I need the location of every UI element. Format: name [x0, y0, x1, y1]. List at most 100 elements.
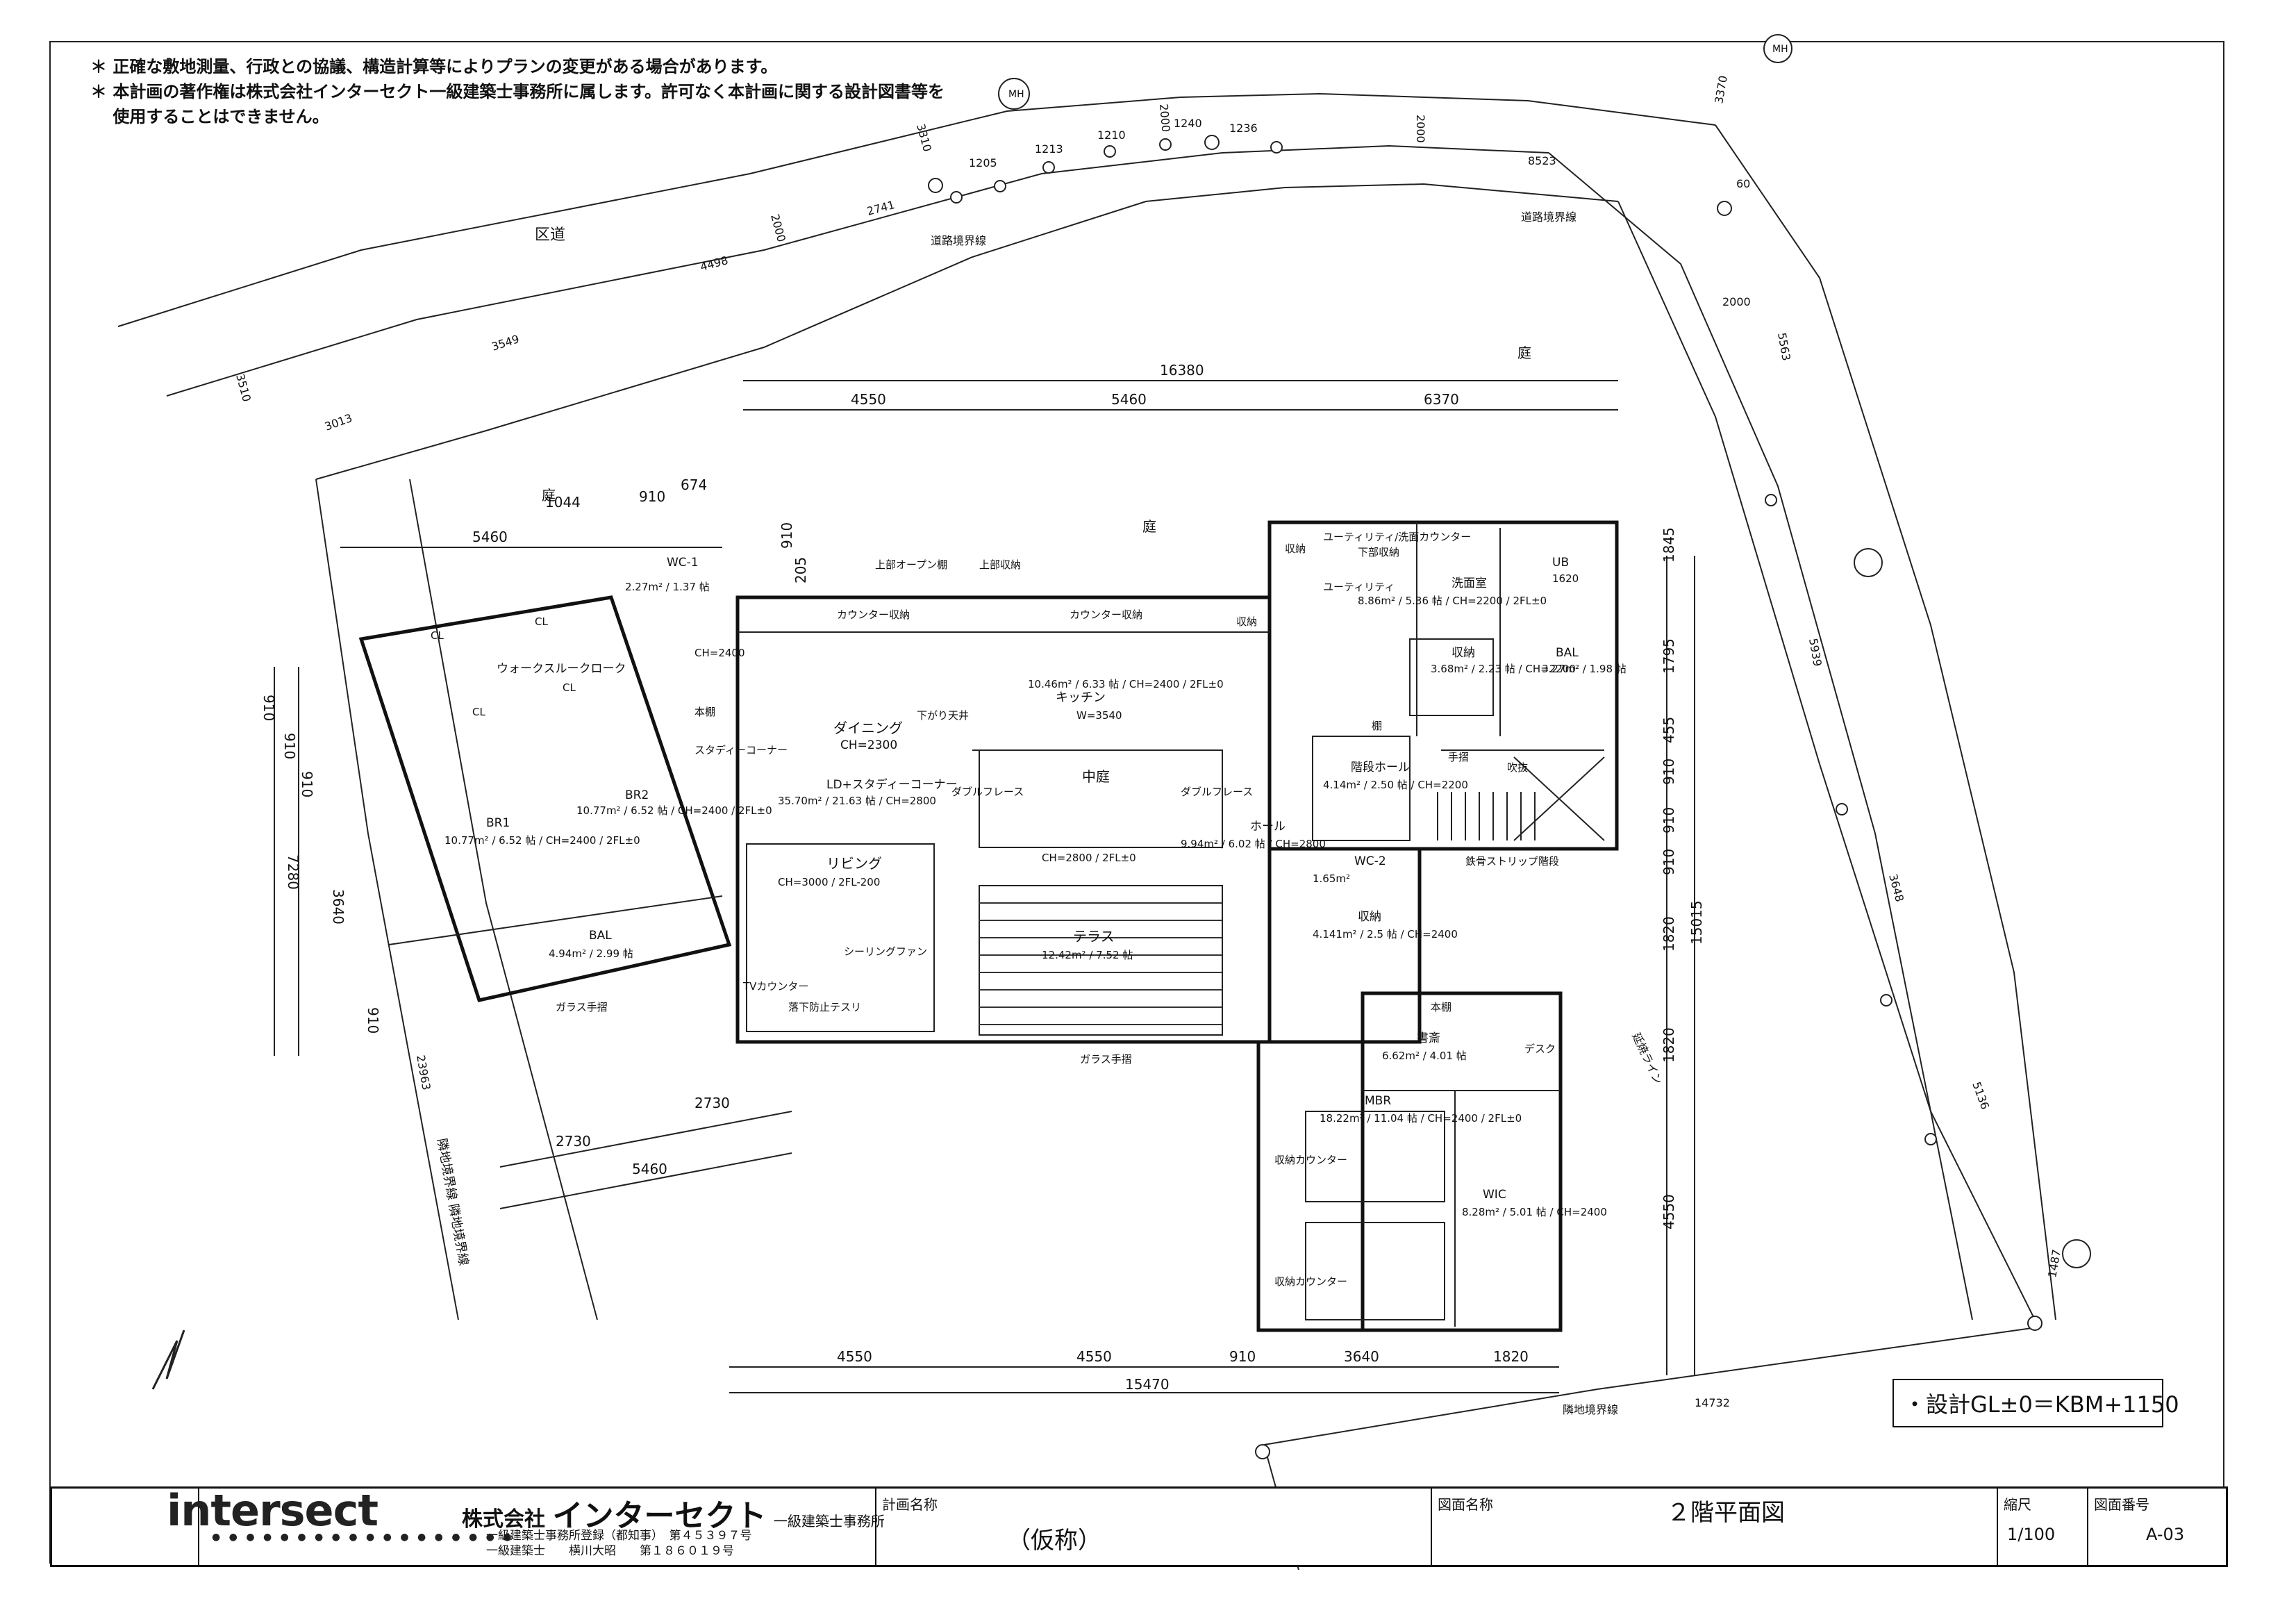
- garden-label-top: 庭: [1517, 345, 1531, 361]
- garden-label-left: 庭: [542, 487, 556, 504]
- room-info: 10.77m² / 6.52 帖 / CH=2400 / 2FL±0: [444, 834, 640, 847]
- road-dim: 5136: [1970, 1080, 1992, 1111]
- drawing-number-label: 図面番号: [2094, 1496, 2149, 1513]
- road-dim: 1240: [1174, 117, 1202, 130]
- room-info: 8.28m² / 5.01 帖 / CH=2400: [1462, 1206, 1607, 1218]
- dim-right-vertical: 1820: [1661, 1027, 1677, 1063]
- room-name: BR1: [486, 816, 510, 830]
- room-texts: ウォークスルークローク BR1 10.77m² / 6.52 帖 / CH=24…: [444, 556, 1627, 1218]
- road-label: 区道: [535, 226, 565, 244]
- road-dim: 1205: [969, 156, 997, 169]
- registration-line: 一級建築士 横川大昭 第１８６０１９号: [486, 1544, 734, 1558]
- label-cl: CL: [535, 615, 548, 628]
- room-info: 10.77m² / 6.52 帖 / CH=2400 / 2FL±0: [576, 804, 772, 817]
- interior-walls: [388, 522, 1604, 1327]
- road-dim: 23963: [414, 1054, 433, 1091]
- room-info: CH=2300: [840, 738, 897, 752]
- room-name: LD+スタディーコーナー: [826, 777, 958, 792]
- label-upper-storage: 上部収納: [979, 558, 1021, 571]
- dim-wing-bottom-part: 2730: [556, 1133, 591, 1150]
- drawing-name: ２階平面図: [1667, 1499, 1785, 1527]
- room-info: 35.70m² / 21.63 帖 / CH=2800: [778, 795, 936, 807]
- dimension-lines: [274, 380, 1695, 1393]
- dim-left-block: 674: [681, 477, 707, 493]
- company-name: 株式会社 インターセクト 一級建築士事務所: [462, 1491, 885, 1535]
- dim-left-block: 1044: [545, 494, 581, 511]
- room-info: 18.22m² / 11.04 帖 / CH=2400 / 2FL±0: [1320, 1112, 1522, 1125]
- dim-bottom-total: 15470: [1125, 1376, 1170, 1393]
- note-line: 使用することはできません。: [90, 107, 329, 126]
- label-double-fireplace: ダブルフレース: [1181, 786, 1253, 798]
- label-handrail: 手摺: [1448, 751, 1469, 763]
- registration-line: 一級建築士事務所登録（都知事） 第４５３９７号: [486, 1529, 752, 1543]
- mh-label: MH: [1008, 89, 1024, 100]
- drawing-frame: [49, 41, 2224, 1564]
- room-name: 収納: [1358, 910, 1381, 924]
- label-void: 吹抜: [1507, 761, 1528, 774]
- room-info: 2.27m² / 1.37 帖: [625, 581, 710, 593]
- label-bookshelf: 本棚: [694, 706, 715, 718]
- label-storage: 収納: [1285, 542, 1306, 555]
- neighbor-boundary-label-left: 隣地境界線 隣地境界線: [434, 1137, 471, 1267]
- dim-bottom-part: 1820: [1493, 1348, 1529, 1365]
- road-dimension-texts: 3510 3013 3549 4498 2000 2741 1205 1213 …: [233, 74, 2063, 1409]
- room-name: MBR: [1365, 1094, 1391, 1108]
- dim-right-total: 15015: [1688, 900, 1705, 945]
- room-name: WIC: [1483, 1188, 1506, 1202]
- note-line: ＊ 本計画の著作権は株式会社インターセクト一級建築士事務所に属します。許可なく本…: [90, 82, 945, 101]
- neighbor-boundary-label: 隣地境界線: [1563, 1403, 1618, 1416]
- scale-label: 縮尺: [2004, 1496, 2031, 1513]
- misc-labels: 上部オープン棚 上部収納 カウンター収納 カウンター収納 収納 収納 CH=24…: [431, 531, 1559, 1288]
- terrace-boards: [979, 902, 1222, 1025]
- label-counter-storage: カウンター収納: [837, 608, 910, 621]
- garden-label-mid: 庭: [1142, 518, 1156, 535]
- company-suffix: 一級建築士事務所: [773, 1513, 885, 1530]
- room-name: ダイニング: [833, 720, 903, 736]
- road-dim: 1210: [1097, 129, 1126, 142]
- room-name: WC-2: [1354, 854, 1386, 868]
- label-bookshelf: 本棚: [1431, 1001, 1451, 1013]
- dim-top-part: 5460: [1111, 391, 1147, 408]
- dim-left-vertical: 910: [260, 695, 277, 721]
- label-storage-counter: 収納カウンター: [1274, 1154, 1347, 1166]
- room-info: CH=2800 / 2FL±0: [1042, 852, 1136, 864]
- room-name: 中庭: [1082, 768, 1110, 785]
- dim-left-block: 910: [639, 488, 665, 505]
- road-dim: 3013: [323, 411, 354, 433]
- label-lower-storage: 下部収納: [1358, 546, 1399, 558]
- road-dim: 4498: [699, 254, 729, 274]
- dim-left-vertical: 3640: [330, 889, 347, 925]
- title-block: [50, 1486, 2228, 1567]
- survey-points: [928, 34, 2091, 1459]
- room-name: 書斎: [1417, 1031, 1440, 1045]
- mh-label: MH: [1772, 44, 1788, 55]
- room-info: 4.14m² / 2.50 帖 / CH=2200: [1323, 779, 1468, 791]
- road-dim: 1213: [1035, 142, 1063, 156]
- dim-top-total: 16380: [1160, 362, 1204, 379]
- road-dim: 8523: [1528, 154, 1556, 167]
- building-walls: [358, 520, 1619, 1332]
- dim-right-vertical: 1820: [1661, 916, 1677, 952]
- room-info: 3.68m² / 2.23 帖 / CH=2200: [1431, 663, 1576, 675]
- room-info: CH=3000 / 2FL-200: [778, 876, 880, 888]
- company-main: インターセクト: [552, 1498, 767, 1534]
- room-info: 6.62m² / 4.01 帖: [1382, 1050, 1467, 1062]
- road-dim: 3648: [1886, 872, 1906, 903]
- road-dim: 3310: [914, 122, 934, 153]
- room-name: テラス: [1073, 928, 1115, 945]
- room-info: 3.27m² / 1.98 帖: [1542, 663, 1627, 675]
- room-name: WC-1: [667, 556, 699, 570]
- room-name: 収納: [1451, 646, 1475, 660]
- plan-name: （仮称）: [1007, 1527, 1101, 1555]
- dim-right-vertical: 910: [1661, 759, 1677, 785]
- road-dim: 3510: [233, 372, 253, 403]
- scale-value: 1/100: [2007, 1525, 2056, 1544]
- logo-dots: ● ● ● ● ● ● ● ● ● ● ● ● ● ● ● ● ● ●: [212, 1532, 515, 1543]
- company-prefix: 株式会社: [462, 1507, 545, 1532]
- road-dim: 60: [1736, 177, 1750, 190]
- room-name: BR2: [625, 788, 649, 802]
- label-utility: ユーティリティ/洗面カウンター: [1323, 531, 1471, 543]
- dim-right-vertical: 1795: [1661, 638, 1677, 674]
- label-ch2400: CH=2400: [694, 647, 745, 659]
